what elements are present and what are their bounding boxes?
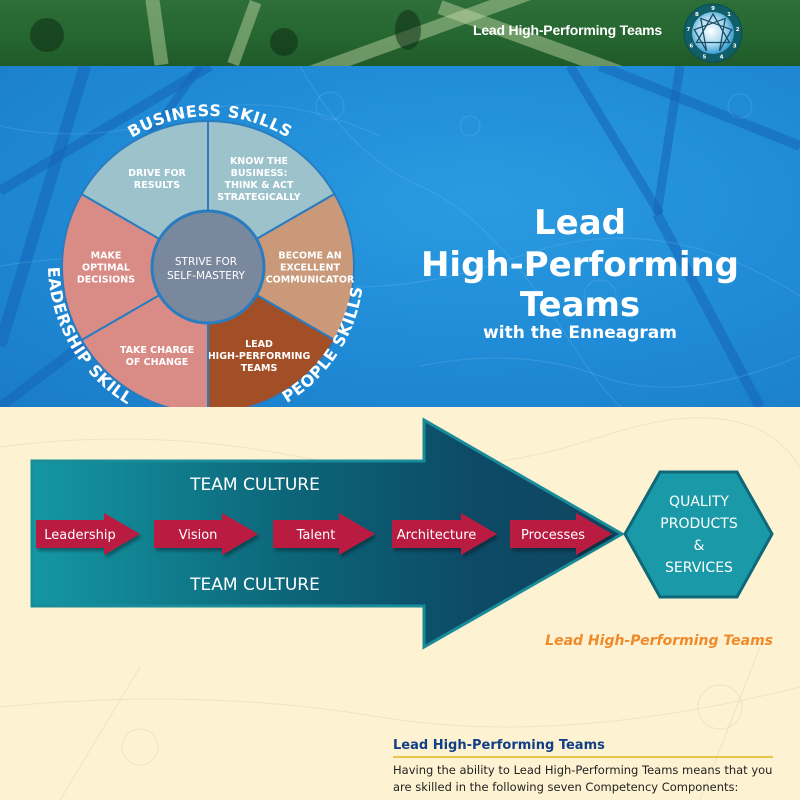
- header-title: Lead High-Performing Teams: [472, 22, 662, 38]
- wheel-segment-label: DECISIONS: [77, 275, 135, 286]
- flow-step-arrow-shape: [154, 513, 258, 555]
- flow-step-processes: Processes: [510, 513, 612, 555]
- header-decoration: [227, 0, 262, 66]
- lower-section: TEAM CULTURE TEAM CULTURE Leadership Visi…: [0, 407, 800, 800]
- enneagram-number: 7: [686, 27, 690, 33]
- diagram-caption: Lead High-Performing Teams: [545, 633, 773, 649]
- enneagram-numbers: 9 1 2 3 4 5 6 7 8: [686, 6, 739, 60]
- flow-step-label: Architecture: [397, 528, 477, 543]
- header-decoration: [270, 28, 298, 56]
- hero-subtitle: with the Enneagram: [483, 323, 677, 343]
- enneagram-number: 2: [736, 27, 740, 33]
- section-body: Having the ability to Lead High-Performi…: [393, 763, 773, 794]
- enneagram-number: 9: [711, 6, 715, 12]
- wheel-segment-label: HIGH-PERFORMING: [208, 351, 311, 362]
- header-decoration: [30, 18, 64, 52]
- header-decoration: [395, 10, 421, 50]
- wheel-segment-label: THINK & ACT: [225, 180, 295, 191]
- hero-background-decoration: [0, 66, 800, 407]
- wheel-segment-shape: [61, 192, 210, 342]
- flow-step-label: Vision: [179, 528, 218, 543]
- wheel-segment-label: OPTIMAL: [82, 263, 130, 274]
- flow-step-label: Processes: [521, 528, 585, 543]
- wheel-segment-label: TAKE CHARGE: [120, 345, 194, 356]
- header-band: Lead High-Performing Teams 9 1 2 3 4 5 6 7 8: [0, 0, 800, 66]
- wheel-segment-label: EXCELLENT: [280, 263, 340, 274]
- team-culture-bottom-label: TEAM CULTURE: [189, 575, 320, 595]
- center-circle: [150, 209, 266, 325]
- wheel-segment-label: BUSINESS:: [231, 168, 288, 179]
- team-flow-diagram: TEAM CULTURE TEAM CULTURE Leadership Visi…: [0, 417, 800, 800]
- enneagram-number: 8: [695, 12, 699, 18]
- hero-title-line2: High-Performing: [420, 245, 740, 285]
- wheel-segment-label: DRIVE FOR: [128, 168, 186, 179]
- flow-step-arrow-shape: [273, 513, 375, 555]
- hero-title-line3: Teams: [519, 285, 641, 325]
- flow-step-arrow-shape: [510, 513, 612, 555]
- flow-step-leadership: Leadership: [36, 513, 140, 555]
- center-label-line2: SELF-MASTERY: [167, 270, 246, 282]
- flow-step-arrow-shape: [392, 513, 497, 555]
- wheel-segment-shape: [205, 192, 355, 342]
- center-label-line1: STRIVE FOR: [175, 256, 237, 268]
- hero-title-line1: Lead: [533, 203, 626, 243]
- wheel-segment-label: COMMUNICATOR: [266, 275, 355, 286]
- team-culture-top-label: TEAM CULTURE: [189, 475, 320, 495]
- wheel-segment-label: LEAD: [245, 339, 273, 350]
- flow-step-label: Talent: [296, 528, 336, 543]
- enneagram-number: 6: [689, 44, 693, 50]
- wheel-segment-label: OF CHANGE: [126, 357, 188, 368]
- wheel-segment-label: RESULTS: [134, 180, 180, 191]
- wheel-segment-label: KNOW THE: [230, 156, 288, 167]
- wheel-segment-label: TEAMS: [241, 363, 278, 374]
- enneagram-logo: 9 1 2 3 4 5 6 7 8: [683, 3, 743, 63]
- wheel-segment-label: BECOME AN: [278, 251, 341, 262]
- flow-step-vision: Vision: [154, 513, 258, 555]
- section-heading: Lead High-Performing Teams: [393, 738, 773, 758]
- flow-step-architecture: Architecture: [392, 513, 497, 555]
- wheel-segment-label: MAKE: [91, 251, 122, 262]
- outcome-label-line: &: [694, 538, 705, 554]
- flow-step-arrow-shape: [36, 513, 140, 555]
- enneagram-number: 1: [727, 12, 731, 18]
- outcome-hexagon: [623, 470, 774, 599]
- flow-step-label: Leadership: [44, 528, 115, 543]
- enneagram-figure-icon: [693, 12, 733, 52]
- enneagram-number: 4: [720, 55, 724, 61]
- enneagram-number: 3: [733, 44, 737, 50]
- wheel-segment-label: STRATEGICALLY: [217, 192, 301, 203]
- outcome-label-line: PRODUCTS: [660, 516, 738, 532]
- outcome-label-line: QUALITY: [669, 494, 729, 510]
- header-decoration: [145, 0, 169, 66]
- outcome-label-line: SERVICES: [665, 560, 733, 576]
- enneagram-number: 5: [703, 55, 707, 61]
- flow-step-talent: Talent: [273, 513, 375, 555]
